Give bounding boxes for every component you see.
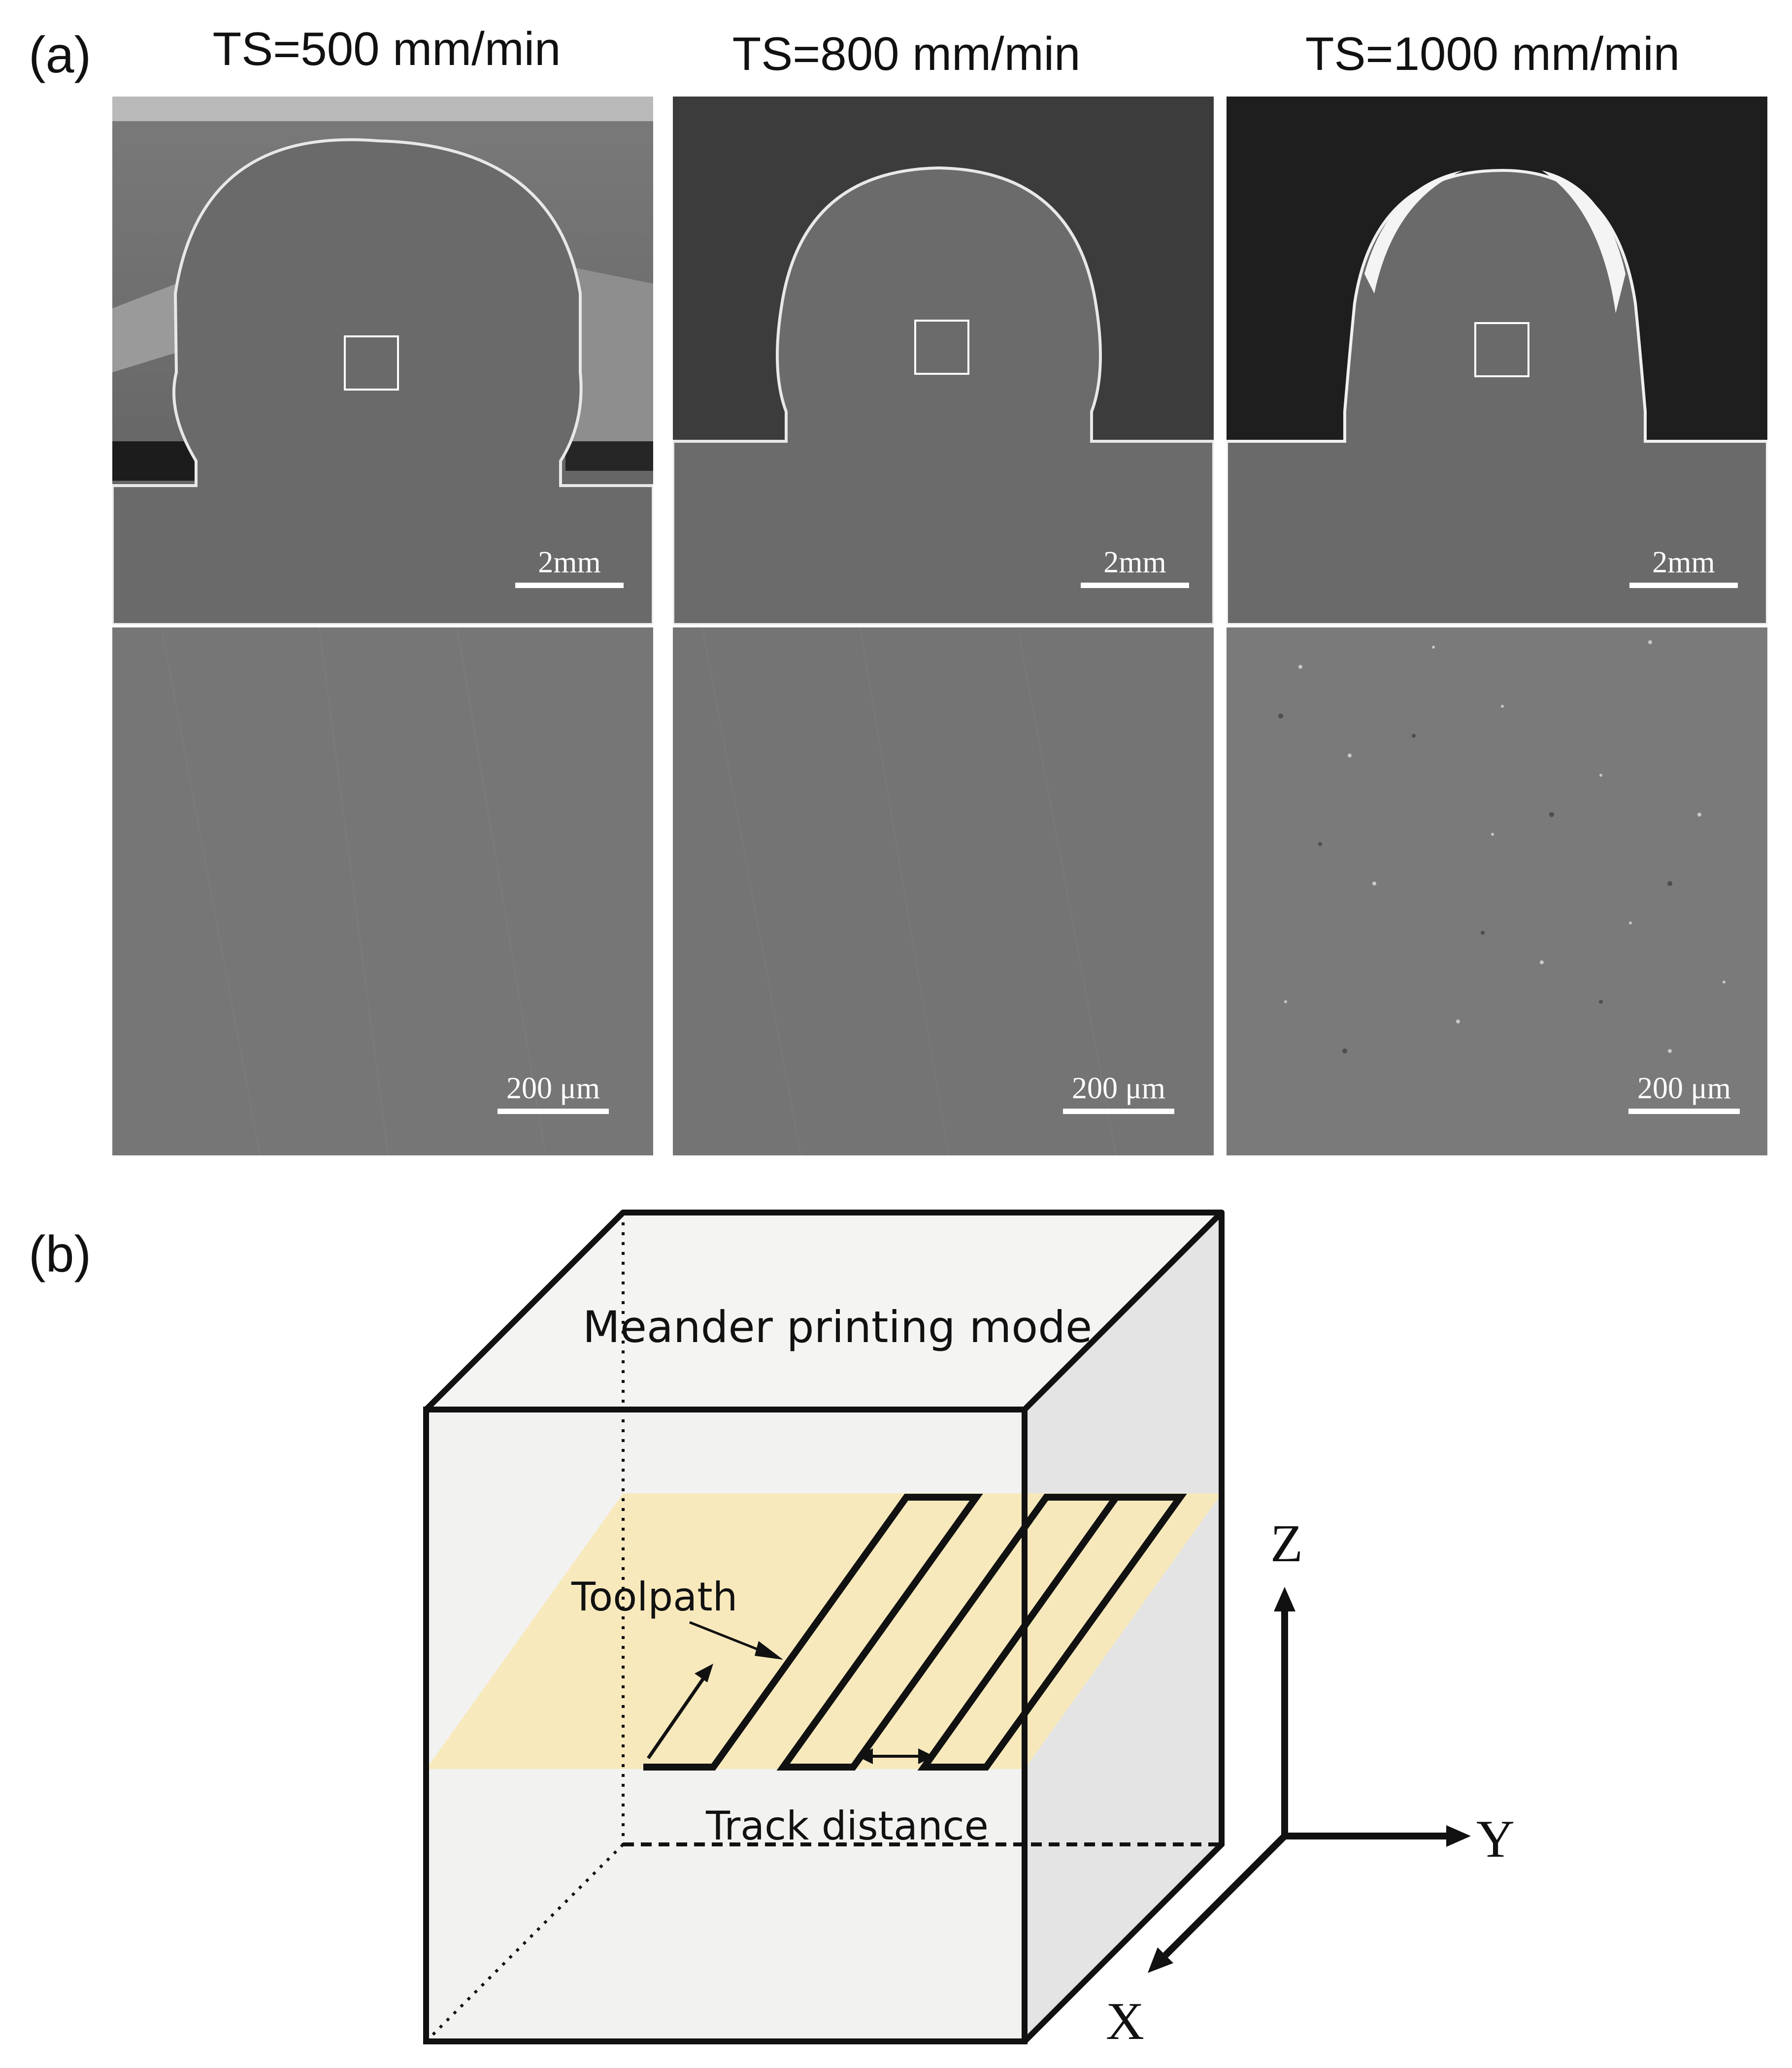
micro-image-ts800: 200 μm (673, 627, 1214, 1155)
scalebar-line (515, 583, 624, 588)
toolpath-meander (643, 1494, 1187, 1771)
macro-image-ts1000: 2mm (1227, 97, 1767, 624)
column-title-ts800: TS=800 mm/min (732, 28, 1081, 80)
micro-image-ts1000: 200 μm (1227, 627, 1767, 1155)
scalebar-text: 2mm (1103, 546, 1166, 579)
hidden-edge-diagonal (425, 1843, 625, 2043)
scalebar-text: 2mm (1652, 546, 1715, 579)
meander-diagram: Meander printing mode Toolpath Track dis… (423, 1210, 1515, 2051)
y-axis-arrowhead (1446, 1825, 1471, 1847)
track-distance-arrowhead-right (918, 1748, 934, 1764)
scalebar-line (1628, 1109, 1740, 1114)
macro-image-ts800: 2mm (673, 97, 1214, 624)
x-axis-arrowhead (1148, 1947, 1173, 1973)
toolpath-direction-arrow (647, 1677, 705, 1759)
macro-scalebar-ts1000: 2mm (1629, 547, 1738, 588)
macro-scalebar-ts500: 2mm (515, 547, 624, 588)
cube-top-face (426, 1213, 1222, 1410)
scalebar-line (1063, 1109, 1174, 1114)
x-axis-label: X (1106, 1992, 1144, 2051)
z-axis-label: Z (1270, 1514, 1303, 1573)
cube-side-outline (1022, 1213, 1225, 2044)
scalebar-text: 2mm (538, 546, 601, 579)
scalebar-text: 200 μm (1637, 1072, 1731, 1105)
panel-b-label: (b) (29, 1226, 92, 1283)
scalebar-line (1081, 583, 1189, 588)
micro-scalebar-ts800: 200 μm (1063, 1073, 1174, 1114)
mode-label: Meander printing mode (583, 1302, 1092, 1352)
scalebar-text: 200 μm (506, 1072, 600, 1105)
scalebar-line (498, 1109, 609, 1114)
y-axis-label: Y (1476, 1810, 1515, 1869)
track-distance-arrowhead-left (857, 1748, 873, 1764)
macro-image-ts500: 2mm (112, 97, 653, 624)
toolpath-pointer-line (689, 1621, 767, 1654)
z-axis-arrowhead (1274, 1587, 1295, 1611)
scalebar-line (1629, 583, 1738, 588)
micro-scalebar-ts500: 200 μm (498, 1073, 609, 1114)
column-title-ts1000: TS=1000 mm/min (1305, 28, 1680, 80)
micro-scalebar-ts1000: 200 μm (1628, 1073, 1740, 1114)
column-title-ts500: TS=500 mm/min (212, 23, 561, 75)
scalebar-text: 200 μm (1072, 1072, 1165, 1105)
x-axis-line (1163, 1834, 1287, 1958)
micro-image-ts500: 200 μm (112, 627, 653, 1155)
toolpath-label: Toolpath (571, 1574, 737, 1620)
cube-front-outline (423, 1407, 1028, 2044)
macro-scalebar-ts800: 2mm (1081, 547, 1189, 588)
toolpath-direction-arrowhead (695, 1664, 713, 1682)
track-distance-label: Track distance (705, 1803, 989, 1849)
toolpath-pointer-arrowhead (755, 1641, 783, 1660)
panel-a-label: (a) (29, 27, 92, 84)
